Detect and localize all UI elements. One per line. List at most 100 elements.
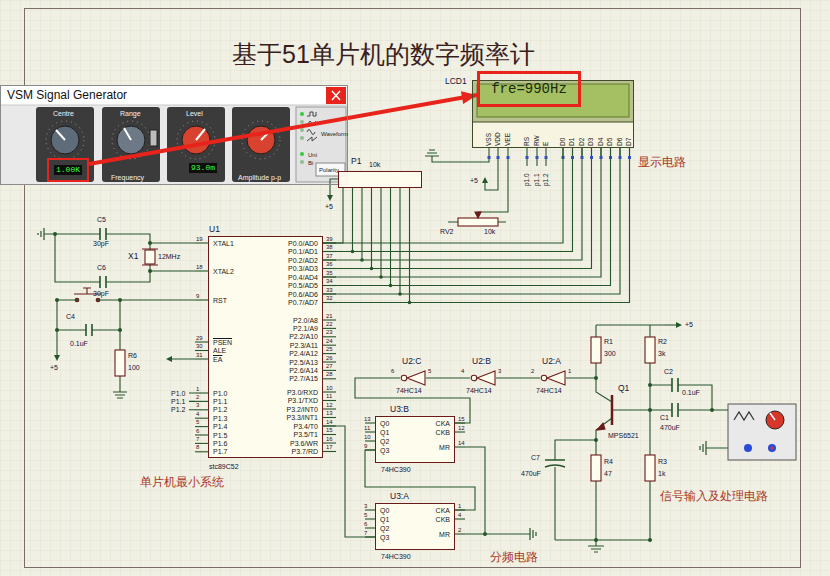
- signal-generator-graphic: [232, 107, 290, 182]
- wire: [323, 434, 336, 435]
- pin-name: D5: [607, 138, 614, 146]
- pin-number: 6: [196, 428, 199, 434]
- power-terminal: [54, 177, 682, 362]
- signal-generator-graphic: [300, 160, 304, 164]
- wire: [195, 409, 208, 410]
- pin-name: P3.6/WR: [290, 440, 318, 447]
- wire: [409, 188, 410, 303]
- component-symbol: [96, 298, 100, 302]
- region-label: 分频电路: [490, 551, 538, 563]
- pin-marker: [581, 156, 584, 159]
- control-label: Amplitude p-p: [238, 174, 281, 181]
- pin-name: D1: [569, 138, 576, 146]
- part-value: 10k: [484, 228, 495, 235]
- pin-name: VSS: [486, 133, 493, 146]
- junction-dot: [594, 438, 598, 442]
- wire: [195, 148, 630, 537]
- pin-marker: [628, 156, 631, 159]
- window-title: VSM Signal Generator: [7, 89, 127, 101]
- component-symbol: [75, 298, 79, 302]
- junction-dot: [351, 250, 412, 305]
- control-label: Frequency: [111, 174, 144, 181]
- pin-number: 12: [458, 425, 465, 431]
- region-label: 信号输入及处理电路: [660, 490, 768, 502]
- signal-generator-graphic: [1, 86, 348, 185]
- part-value: 30pF: [93, 290, 109, 297]
- pin-name: CKB: [436, 516, 450, 523]
- pin-number: 22: [326, 321, 333, 327]
- wire: [323, 378, 336, 379]
- signal-source-symbol: [728, 404, 796, 460]
- lcd-graphic: [472, 122, 634, 123]
- pin-name: PSEN: [213, 339, 232, 346]
- pin-marker: [545, 156, 548, 159]
- signal-generator-graphic: [36, 107, 94, 182]
- wire: [399, 188, 400, 294]
- wire: [488, 148, 489, 158]
- wire: [323, 370, 336, 371]
- inverter-symbol: [547, 371, 565, 385]
- signal-generator-graphic: [300, 120, 304, 124]
- part-value: C7: [531, 454, 540, 461]
- pin-name: p1.2: [543, 173, 550, 186]
- pin-marker: [526, 156, 529, 159]
- part-value: R1: [604, 338, 613, 345]
- pin-number: 7: [364, 530, 367, 536]
- part-value: 74HC390: [381, 466, 411, 473]
- wire: [195, 418, 208, 419]
- pin-name: P0.2/AD2: [288, 257, 318, 264]
- part-reference: X1: [128, 252, 138, 261]
- junction-dot: [53, 232, 57, 236]
- part-value: C1: [660, 414, 669, 421]
- junction-dot: [55, 328, 59, 332]
- pin-number: 13: [364, 416, 371, 422]
- signal-generator-graphic: [332, 91, 340, 100]
- pin-number: 10: [364, 434, 371, 440]
- pin-number: 2: [458, 527, 461, 533]
- pin-marker: [571, 156, 574, 159]
- pin-number: 21: [326, 313, 333, 319]
- pin-number: 9: [196, 293, 199, 299]
- pin-name: MR: [439, 531, 450, 538]
- pin-name: P3.1/TXD: [288, 397, 318, 404]
- part-value: +5: [685, 321, 693, 328]
- wire: [323, 148, 573, 252]
- pin-name: P0.5/AD5: [288, 282, 318, 289]
- pin-name: P0.1/AD1: [288, 248, 318, 255]
- part-reference: U2:C: [402, 357, 421, 366]
- part-value: C2: [664, 368, 673, 375]
- pin-name: P1.3: [213, 415, 227, 422]
- wire: [323, 361, 336, 362]
- junction-dot: [398, 292, 402, 296]
- pin-name: D4: [598, 138, 605, 146]
- pin-name: D7: [626, 138, 633, 146]
- pin-name: P0.6/AD6: [288, 291, 318, 298]
- lcd-module: LCD1VSSVDDVEERSRWED0D1D2D3D4D5D6D7fre=99…: [472, 80, 634, 148]
- pin-number: 23: [326, 329, 333, 335]
- part-value: +5: [50, 364, 58, 371]
- pin-name: P3.0/RXD: [287, 389, 318, 396]
- pin-number: 19: [196, 236, 203, 242]
- part-reference: U1: [209, 225, 220, 234]
- wire: [323, 148, 620, 294]
- pin-number: 15: [458, 416, 465, 422]
- wire: [195, 434, 208, 435]
- signal-generator-window: VSM Signal GeneratorCentreRangeLevelFreq…: [0, 85, 348, 185]
- power-terminal: [327, 195, 333, 201]
- pin-name: D3: [588, 138, 595, 146]
- pin-name: P1.1: [171, 398, 185, 405]
- wire: [323, 148, 582, 260]
- pin-number: 29: [196, 335, 203, 341]
- pin-marker: [536, 156, 539, 159]
- signal-generator-graphic: [326, 87, 346, 104]
- part-reference: U3:A: [390, 492, 409, 501]
- wire: [195, 426, 208, 427]
- pin-name: P2.7/A15: [289, 375, 318, 382]
- part-value: 47: [604, 470, 612, 477]
- signal-generator-graphic: [300, 128, 304, 132]
- pin-marker: [507, 156, 510, 159]
- pin-number: 25: [326, 346, 333, 352]
- wire: [323, 148, 592, 269]
- pin-marker: [497, 156, 500, 159]
